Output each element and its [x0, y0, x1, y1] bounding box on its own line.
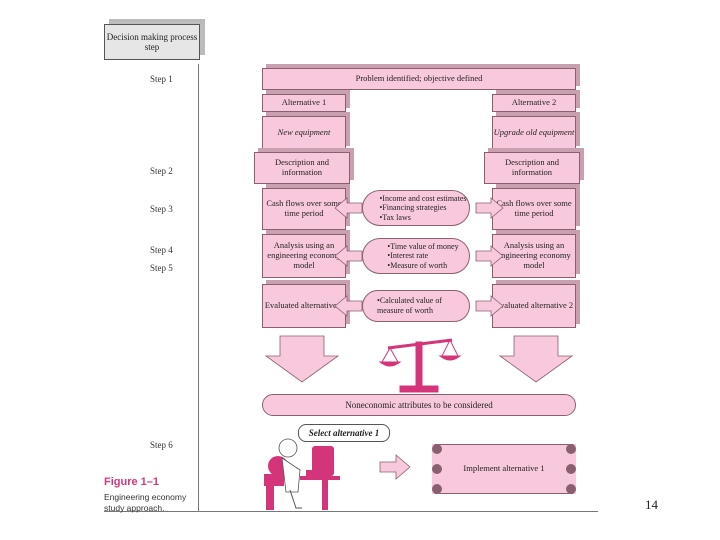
alt2-evaluated: Evaluated alternative 2 [494, 300, 574, 311]
estimates-item: Income and cost estimates [379, 194, 466, 204]
alt2-desc: Upgrade old equipment [493, 127, 575, 138]
alt2-title: Alternative 2 [511, 97, 557, 108]
alt1-title: Alternative 1 [281, 97, 327, 108]
alt2-title-box: Alternative 2 [492, 94, 576, 112]
alt1-cash-box: Cash flows over some time period [262, 188, 346, 230]
alt1-title-box: Alternative 1 [262, 94, 346, 112]
person-at-computer-icon [264, 438, 340, 510]
noneconomic-text: Noneconomic attributes to be considered [345, 399, 493, 410]
alt1-analysis: Analysis using an engineering economy mo… [267, 240, 341, 270]
speech-bubble: Select alternative 1 [298, 424, 390, 442]
alt2-cash-box: Cash flows over some time period [492, 188, 576, 230]
alt1-info-box: Description and information [254, 152, 350, 184]
estimates-item: Tax laws [379, 213, 466, 223]
down-arrow-left [264, 335, 340, 383]
estimates-item: Financing strategies [379, 203, 466, 213]
tools-oval: Time value of money Interest rate Measur… [362, 238, 470, 274]
figure-title: Figure 1–1 [104, 476, 160, 488]
step-3-label: Step 3 [150, 204, 173, 214]
alt1-cash: Cash flows over some time period [266, 198, 342, 218]
step-2-label: Step 2 [150, 166, 173, 176]
speech-text: Select alternative 1 [308, 428, 380, 438]
alt1-info: Description and information [274, 157, 330, 177]
arrow-step4-left [334, 245, 363, 267]
calc-item: Calculated value of measure of worth [377, 296, 463, 315]
tools-item: Interest rate [387, 251, 458, 261]
arrow-step3-left [334, 197, 363, 219]
step-4-label: Step 4 [150, 245, 173, 255]
alt2-evaluated-box: Evaluated alternative 2 [492, 284, 576, 328]
implement-box: Implement alternative 1 [432, 444, 576, 494]
calc-oval: Calculated value of measure of worth [362, 290, 470, 322]
arrow-step5-right [475, 295, 504, 317]
balance-scale-icon [378, 338, 462, 393]
step-1-label: Step 1 [150, 74, 173, 84]
step-column-divider [198, 64, 199, 512]
alt2-desc-box: Upgrade old equipment [492, 116, 576, 150]
arrow-step4-right [475, 245, 504, 267]
bottom-rule [104, 511, 598, 512]
implement-text: Implement alternative 1 [463, 463, 545, 474]
arrow-step5-left [334, 295, 363, 317]
alt2-info-box: Description and information [484, 152, 580, 184]
alt2-info: Description and information [504, 157, 560, 177]
figure-caption: Engineering economy study approach. [104, 492, 187, 514]
step-5-label: Step 5 [150, 263, 173, 273]
arrow-to-implement [379, 454, 411, 480]
noneconomic-bar: Noneconomic attributes to be considered [262, 394, 576, 416]
alt1-evaluated: Evaluated alternative 1 [264, 300, 344, 311]
down-arrow-right [498, 335, 574, 383]
tools-item: Time value of money [387, 242, 458, 252]
page-number: 14 [645, 497, 658, 512]
problem-box: Problem identified; objective defined [262, 68, 576, 90]
alt1-desc: New equipment [277, 127, 331, 138]
alt1-analysis-box: Analysis using an engineering economy mo… [262, 234, 346, 278]
tools-item: Measure of worth [387, 261, 458, 271]
step-header-label: Decision making process step [106, 31, 198, 52]
alt1-desc-box: New equipment [262, 116, 346, 150]
arrow-step3-right [475, 197, 504, 219]
step-header-box: Decision making process step [104, 24, 200, 60]
alt2-analysis-box: Analysis using an engineering economy mo… [492, 234, 576, 278]
alt2-analysis: Analysis using an engineering economy mo… [497, 240, 571, 270]
estimates-oval: Income and cost estimates Financing stra… [362, 190, 470, 226]
problem-text: Problem identified; objective defined [355, 73, 483, 84]
step-6-label: Step 6 [150, 440, 173, 450]
alt2-cash: Cash flows over some time period [496, 198, 572, 218]
